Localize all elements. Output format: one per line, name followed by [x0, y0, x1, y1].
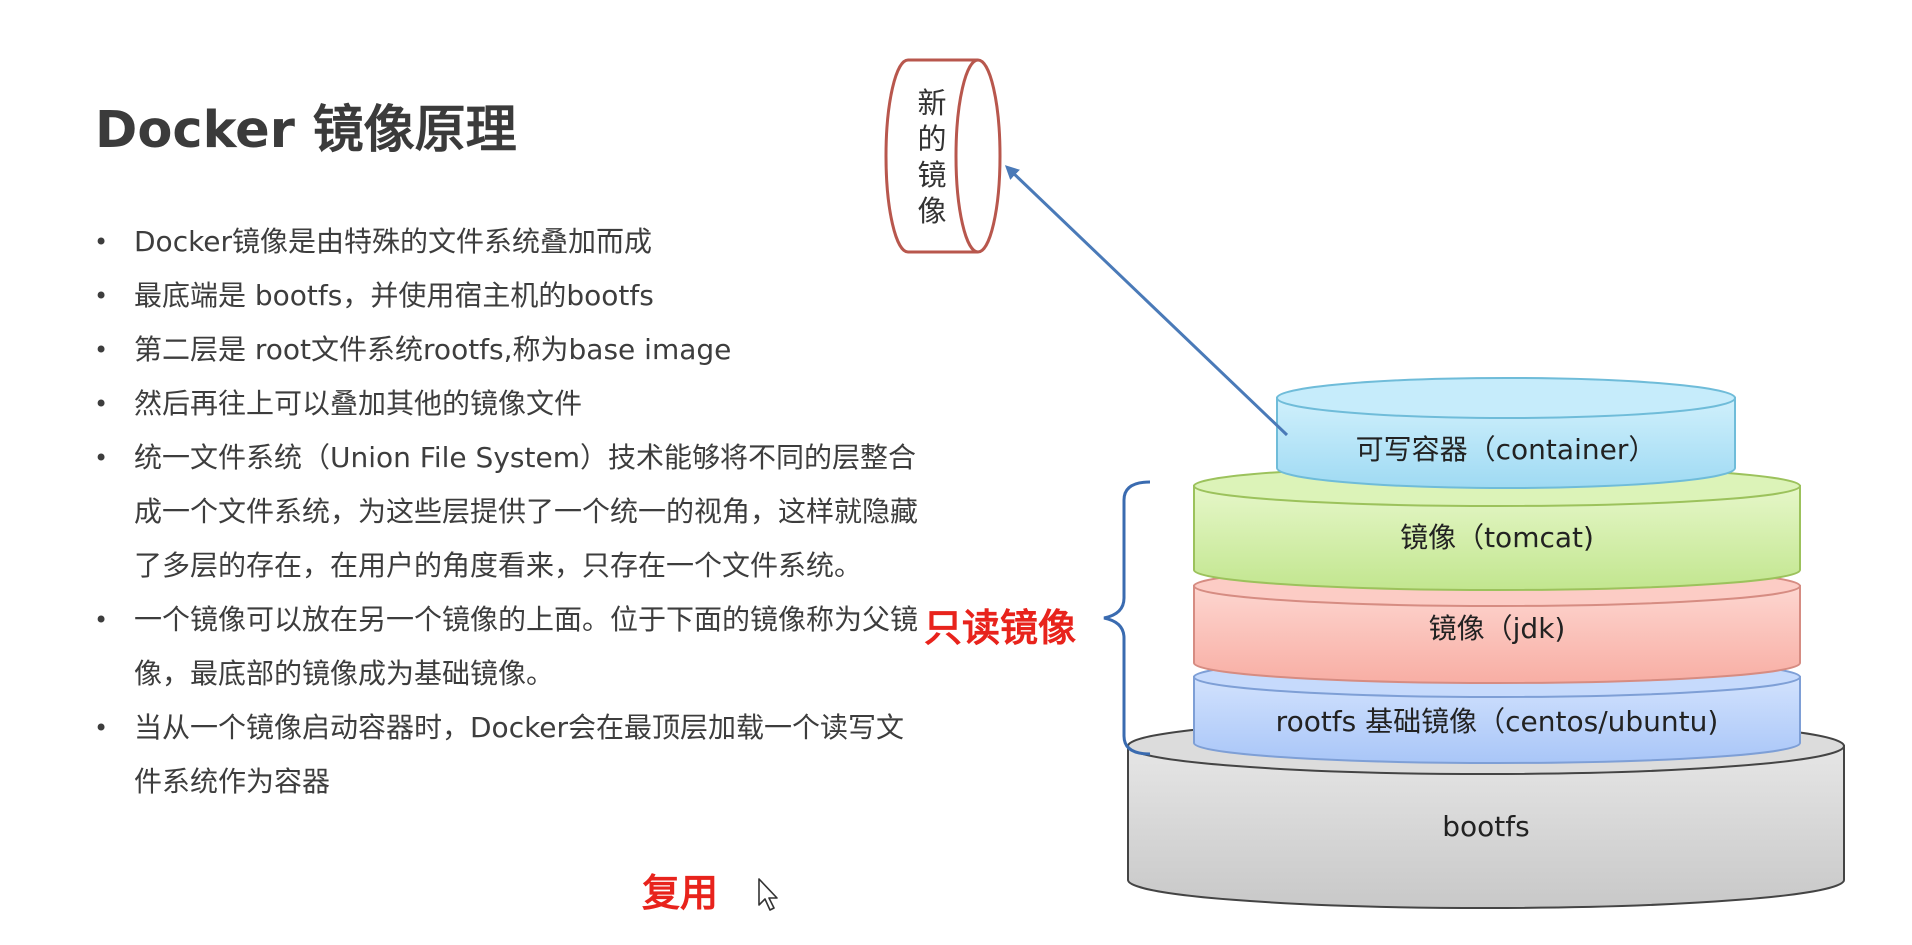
bullet-list: •Docker镜像是由特殊的文件系统叠加而成 •最底端是 bootfs，并使用宿…	[92, 215, 922, 809]
jdk-label: 镜像（jdk)	[1428, 612, 1566, 645]
new-image-cylinder	[884, 58, 1002, 254]
bullet-item: •第二层是 root文件系统rootfs,称为base image	[92, 323, 922, 377]
arrow-to-new-image	[1004, 165, 1289, 437]
bullet-dot-icon: •	[94, 444, 109, 472]
bullet-dot-icon: •	[94, 228, 109, 256]
bullet-item: •然后再往上可以叠加其他的镜像文件	[92, 377, 922, 431]
bullet-dot-icon: •	[94, 282, 109, 310]
bullet-dot-icon: •	[94, 336, 109, 364]
readonly-label: 只读镜像	[924, 606, 1077, 650]
bullet-dot-icon: •	[94, 390, 109, 418]
bullet-item: •最底端是 bootfs，并使用宿主机的bootfs	[92, 269, 922, 323]
bootfs-label: bootfs	[1442, 810, 1530, 843]
bullet-dot-icon: •	[94, 714, 109, 742]
tomcat-label: 镜像（tomcat)	[1400, 521, 1594, 554]
bullet-item: •统一文件系统（Union File System）技术能够将不同的层整合成一个…	[92, 431, 922, 593]
bullet-dot-icon: •	[94, 606, 109, 634]
mouse-pointer-icon	[758, 878, 778, 911]
container-label: 可写容器（container）	[1355, 433, 1657, 466]
bullet-item: •当从一个镜像启动容器时，Docker会在最顶层加载一个读写文件系统作为容器	[92, 701, 922, 809]
reuse-label: 复用	[642, 871, 719, 915]
container-layer	[1276, 377, 1736, 489]
new-image-label: 新 的 镜 像	[917, 86, 947, 228]
slide-title: Docker 镜像原理	[95, 101, 517, 160]
rootfs-label: rootfs 基础镜像（centos/ubuntu)	[1275, 705, 1719, 738]
bullet-item: •Docker镜像是由特殊的文件系统叠加而成	[92, 215, 922, 269]
bullet-item: •一个镜像可以放在另一个镜像的上面。位于下面的镜像称为父镜像，最底部的镜像成为基…	[92, 593, 922, 701]
readonly-brace	[1103, 480, 1151, 756]
